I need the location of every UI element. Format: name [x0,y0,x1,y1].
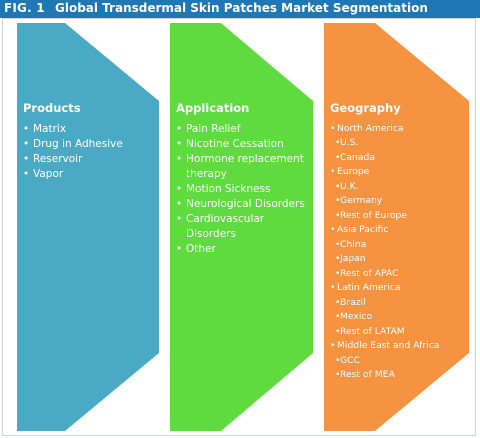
list-item: Neurological Disorders [176,197,310,212]
products-heading: Products [23,101,81,115]
country-item: Rest of LATAM [330,325,468,340]
list-item: Vapor [23,167,157,182]
country-item: GCC [330,354,468,369]
country-item: China [330,238,468,253]
products-column: Products Matrix Drug in Adhesive Reservo… [23,101,157,182]
country-item: Mexico [330,310,468,325]
country-item: Rest of MEA [330,368,468,383]
products-list: Matrix Drug in Adhesive Reservoir Vapor [23,122,157,182]
country-item: Japan [330,252,468,267]
region-item: Middle East and Africa [330,339,468,354]
region-item: Latin America [330,281,468,296]
list-item: Other [176,242,310,257]
country-item: U.S. [330,136,468,151]
region-item: Europe [330,165,468,180]
geography-list: North America U.S. Canada Europe U.K. Ge… [330,122,468,383]
products-chevron [17,23,159,431]
application-heading: Application [176,101,250,115]
list-item: Reservoir [23,152,157,167]
region-item: North America [330,122,468,137]
list-item: Pain Relief [176,122,310,137]
application-list: Pain Relief Nicotine Cessation Hormone r… [176,122,310,257]
title-bar: FIG. 1 Global Transdermal Skin Patches M… [0,0,480,18]
geography-column: Geography North America U.S. Canada Euro… [330,101,468,383]
country-item: Canada [330,151,468,166]
diagram-frame: Products Matrix Drug in Adhesive Reservo… [2,18,476,436]
list-item: Matrix [23,122,157,137]
country-item: Rest of APAC [330,267,468,282]
country-item: U.K. [330,180,468,195]
country-item: Rest of Europe [330,209,468,224]
application-column: Application Pain Relief Nicotine Cessati… [176,101,310,257]
list-item: Hormone replacement therapy [176,152,310,182]
geography-heading: Geography [330,101,401,115]
list-item: Cardiovascular Disorders [176,212,310,242]
country-item: Germany [330,194,468,209]
figure-label: FIG. 1 [4,1,45,15]
figure-title: Global Transdermal Skin Patches Market S… [55,1,428,15]
list-item: Nicotine Cessation [176,137,310,152]
list-item: Motion Sickness [176,182,310,197]
region-item: Asia Pacific [330,223,468,238]
country-item: Brazil [330,296,468,311]
list-item: Drug in Adhesive [23,137,157,152]
